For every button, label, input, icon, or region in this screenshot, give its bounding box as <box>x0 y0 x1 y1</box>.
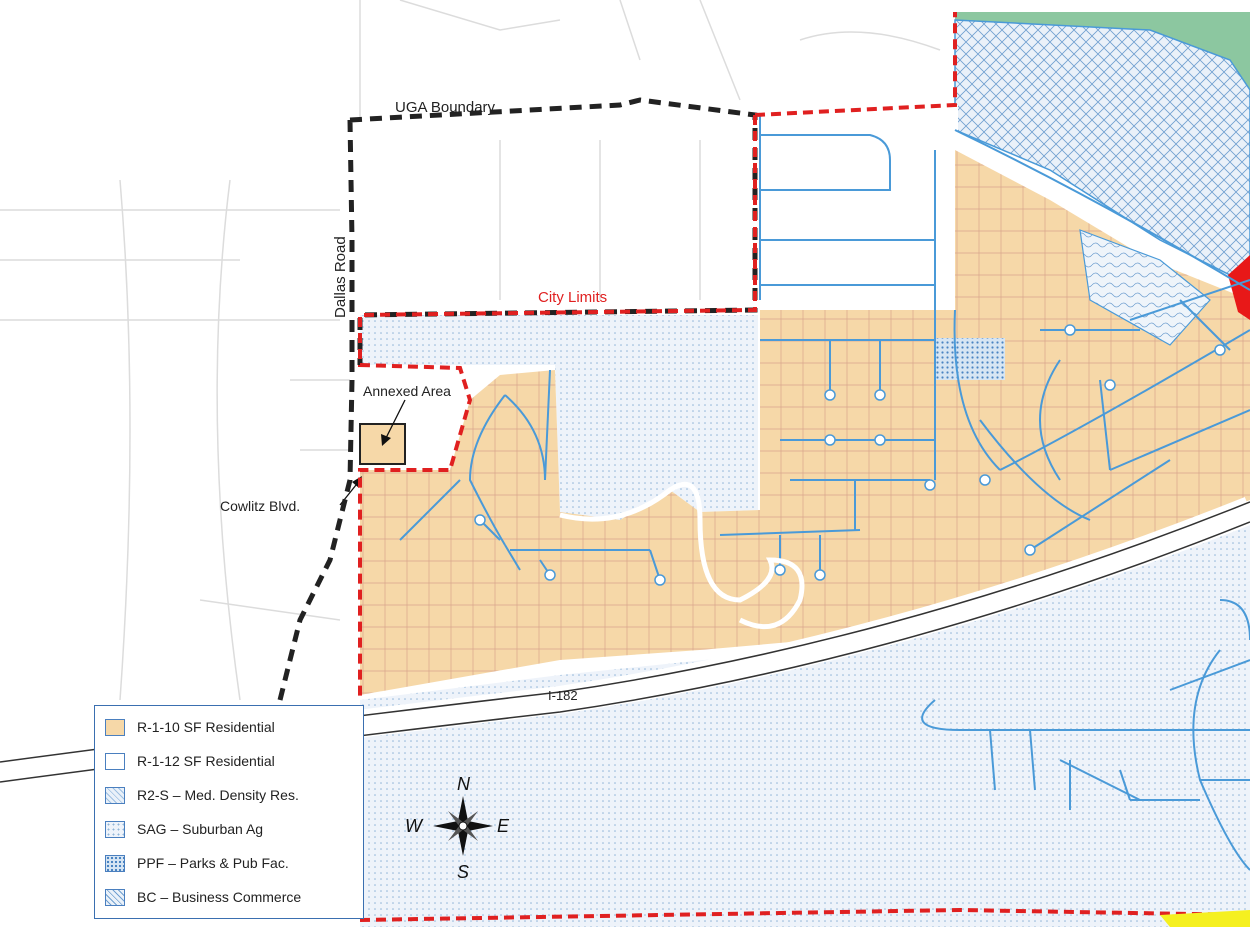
r112-swatch-icon <box>105 752 125 770</box>
ppf-swatch-icon <box>105 854 125 872</box>
sag-block-south <box>360 510 1250 927</box>
bc-swatch-icon <box>105 888 125 906</box>
annexed-arrowhead <box>381 434 391 446</box>
r2s-zone <box>1079 229 1211 346</box>
legend-label: R2-S – Med. Density Res. <box>137 787 299 803</box>
cul-de-sacs <box>474 324 1226 586</box>
bc-zone <box>954 19 1250 286</box>
r112-zone <box>758 105 958 310</box>
uga-boundary-label: UGA Boundary <box>395 99 496 116</box>
compass-s: S <box>457 862 469 882</box>
legend-label: PPF – Parks & Pub Fac. <box>137 855 289 871</box>
legend-label: R-1-12 SF Residential <box>137 753 275 769</box>
legend-item-r110: R-1-10 SF Residential <box>105 716 275 738</box>
sag-block-center <box>360 315 758 520</box>
legend-item-r112: R-1-12 SF Residential <box>105 750 275 772</box>
compass-n: N <box>457 774 471 794</box>
street-network <box>399 115 1250 581</box>
annexed-area-label: Annexed Area <box>363 383 451 399</box>
r110-swatch-icon <box>105 718 125 736</box>
compass-rose-icon: N S E W <box>405 774 510 882</box>
legend-label: SAG – Suburban Ag <box>137 821 264 837</box>
legend-label: R-1-10 SF Residential <box>137 719 275 735</box>
collector-road <box>559 481 805 630</box>
legend-item-sag: SAG – Suburban Ag <box>105 818 263 840</box>
legend-item-bc: BC – Business Commerce <box>105 886 301 908</box>
compass-w: W <box>405 816 424 836</box>
background-roads <box>0 0 941 701</box>
r2s-swatch-icon <box>105 786 125 804</box>
r110-zone <box>360 150 1250 695</box>
ppf-zone <box>935 338 1005 380</box>
legend-item-ppf: PPF – Parks & Pub Fac. <box>105 852 289 874</box>
cowlitz-blvd-label: Cowlitz Blvd. <box>220 498 300 514</box>
i182-label: I-182 <box>548 688 578 703</box>
commercial-zone <box>1228 255 1250 320</box>
compass-e: E <box>497 816 510 836</box>
city-limits-label: City Limits <box>538 289 607 306</box>
south-streets <box>921 599 1250 871</box>
sag-swatch-icon <box>105 820 125 838</box>
map-legend: R-1-10 SF Residential R-1-12 SF Resident… <box>94 705 364 919</box>
dallas-road-label: Dallas Road <box>332 236 349 318</box>
legend-label: BC – Business Commerce <box>137 889 302 905</box>
city-limits <box>358 12 1250 922</box>
annexed-arrow <box>384 399 406 441</box>
yellow-zone <box>1160 910 1250 927</box>
legend-item-r2s: R2-S – Med. Density Res. <box>105 784 299 806</box>
